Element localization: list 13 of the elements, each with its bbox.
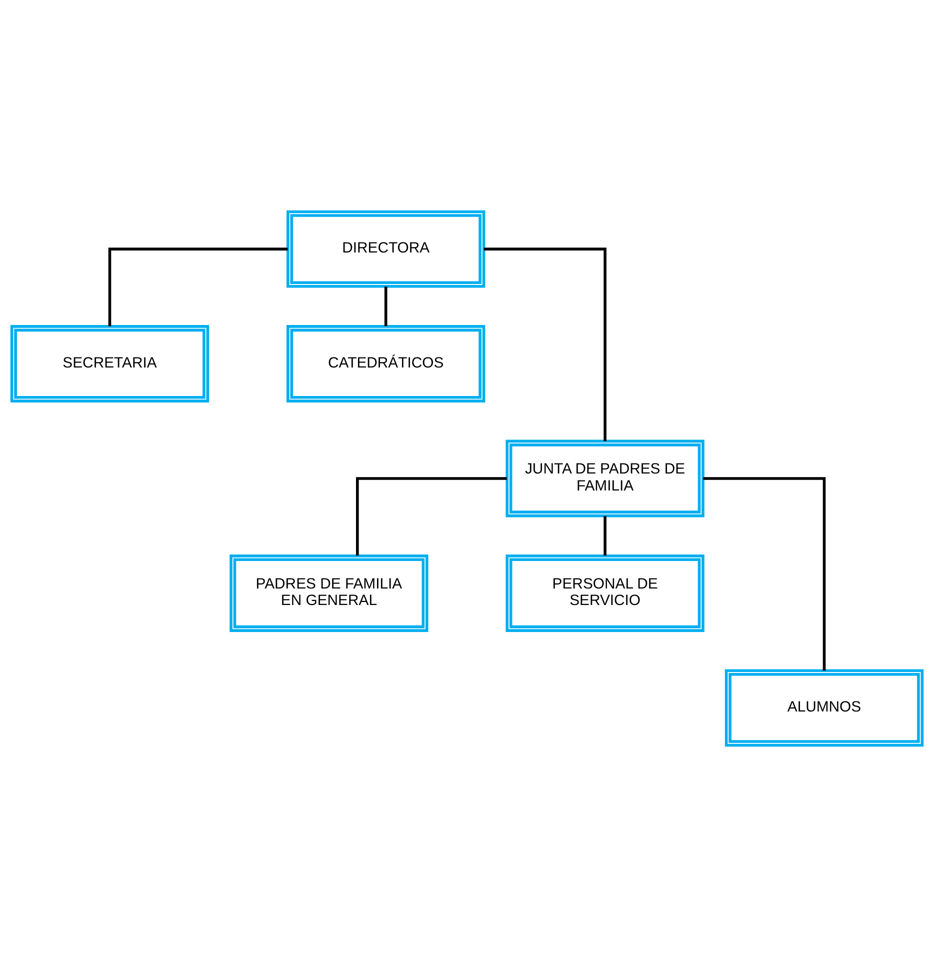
node-box: SECRETARIA <box>10 324 210 402</box>
node-box: ALUMNOS <box>724 668 924 746</box>
connector <box>108 247 288 326</box>
node-box: CATEDRÁTICOS <box>286 324 486 402</box>
connector <box>604 516 606 556</box>
node-box: DIRECTORA <box>286 210 486 288</box>
node-box: PERSONAL DE SERVICIO <box>506 554 704 632</box>
connector <box>356 476 507 556</box>
node-box: PADRES DE FAMILIA EN GENERAL <box>230 554 428 632</box>
connector <box>484 247 606 441</box>
connector <box>384 286 388 326</box>
connector <box>703 476 826 670</box>
node-box: JUNTA DE PADRES DE FAMILIA <box>506 439 704 517</box>
